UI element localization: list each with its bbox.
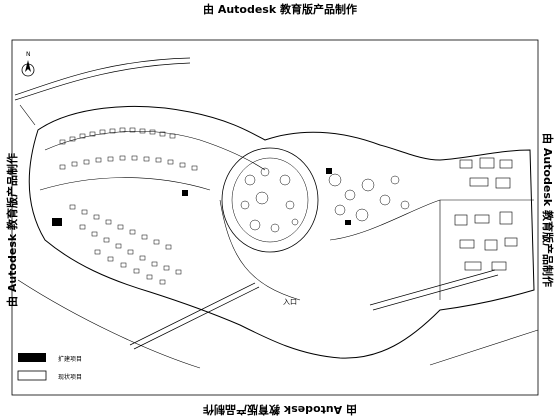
existing-project-blocks [52,168,351,226]
inner-road-2 [39,177,211,191]
central-park-ring [221,147,319,253]
inner-road-3 [219,199,301,301]
entrance-label: 入口 [283,298,297,306]
legend-item-1-label: 扩建项目 [58,356,83,363]
inner-road-east [329,199,534,241]
legend-swatch-2 [17,370,47,381]
park-trees [240,167,299,233]
callout-line-1 [19,104,36,126]
east-buildings [454,157,518,271]
road-southeast [429,329,539,366]
west-residential [59,127,198,285]
north-arrow-icon: N [21,51,35,77]
rail-line-1 [129,282,256,346]
legend-item-2-label: 现状项目 [58,374,83,381]
rail-line-2 [133,286,260,350]
road-southwest [17,279,201,369]
rail-line-east-2 [372,274,499,311]
road-north [14,57,191,96]
north-label: N [26,51,31,58]
rail-line-east-1 [369,269,496,306]
watermark-top: 由 Autodesk 教育版产品制作 [202,3,357,16]
legend-swatch-1 [18,353,46,362]
drawing-frame [11,39,539,396]
central-park-inner [231,157,309,243]
east-cluster [328,173,410,222]
site-boundary [28,105,535,359]
inner-road-1 [44,130,266,171]
road-north-edge [14,62,191,101]
